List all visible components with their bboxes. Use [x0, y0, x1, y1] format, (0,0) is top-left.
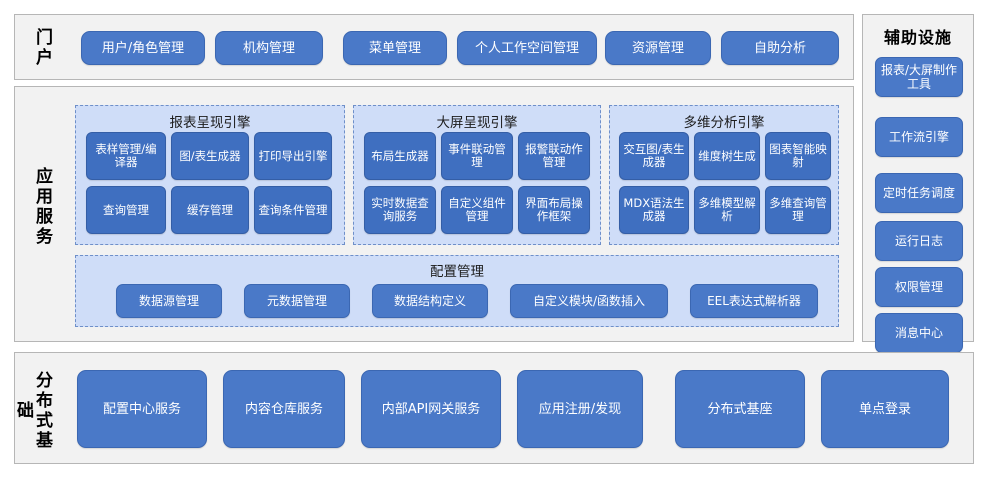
data-structure-definition[interactable]: 数据结构定义	[372, 284, 488, 318]
configuration-management-group: 配置管理 数据源管理 元数据管理 数据结构定义 自定义模块/函数插入 EEL表达式解析器	[75, 255, 839, 327]
button-label: 多维查询管理	[769, 196, 827, 223]
portal-panel: 门户 用户/角色管理 机构管理 菜单管理 个人工作空间管理 资源管理 自助分析	[14, 14, 854, 80]
application-service-section-label: 应用服务	[32, 167, 52, 247]
button-label: MDX语法生成器	[623, 196, 685, 223]
button-label: 自定义组件管理	[448, 196, 506, 223]
event-linkage-management[interactable]: 事件联动管理	[441, 132, 513, 180]
query-condition-management[interactable]: 查询条件管理	[254, 186, 332, 234]
distributed-base[interactable]: 分布式基座	[675, 370, 805, 448]
button-label: 图表智能映射	[769, 142, 827, 169]
button-label: 机构管理	[242, 40, 295, 56]
button-label: 个人工作空间管理	[474, 40, 579, 56]
chart-smart-mapping[interactable]: 图表智能映射	[765, 132, 831, 180]
large-screen-presentation-engine-group: 大屏呈现引擎布局生成器 事件联动管理报警联动作管理实时数据查询服务自定义组件管理界…	[353, 105, 601, 245]
application-service-panel: 应用服务 报表呈现引擎表样管理/编译器 图/表生成器 打印导出引擎查询管理 缓存管理 查…	[14, 86, 854, 342]
button-label: 用户/角色管理	[101, 40, 185, 56]
configuration-management-title: 配置管理	[430, 264, 484, 280]
distributed-foundation-section-label: 分布式基础	[13, 371, 52, 451]
button-label: 分布式基座	[707, 401, 773, 417]
button-label: 查询条件管理	[258, 202, 328, 217]
button-label: 维度树生成	[698, 148, 756, 163]
content-repo-service[interactable]: 内容仓库服务	[223, 370, 345, 448]
self-service-analysis[interactable]: 自助分析	[721, 31, 839, 65]
report-presentation-engine-title: 报表呈现引擎	[169, 115, 251, 131]
layout-generator[interactable]: 布局生成器	[364, 132, 436, 180]
button-label: 图/表生成器	[179, 148, 241, 163]
personal-workspace-management[interactable]: 个人工作空间管理	[457, 31, 597, 65]
button-label: 数据结构定义	[393, 294, 466, 308]
menu-management[interactable]: 菜单管理	[343, 31, 447, 65]
button-label: 自定义模块/函数插入	[532, 294, 646, 308]
button-label: 事件联动管理	[448, 142, 506, 169]
button-label: 多维模型解析	[698, 196, 756, 223]
button-label: 打印导出引擎	[258, 148, 328, 163]
button-label: 运行日志	[894, 234, 943, 248]
form-template-management-compiler[interactable]: 表样管理/编译器	[86, 132, 166, 180]
button-label: 表样管理/编译器	[95, 142, 157, 169]
app-registration-discovery[interactable]: 应用注册/发现	[517, 370, 643, 448]
button-label: 报警联动作管理	[525, 142, 583, 169]
button-label: 单点登录	[858, 401, 911, 417]
button-label: 交互图/表生成器	[623, 142, 685, 169]
button-label: 数据源管理	[138, 294, 199, 308]
runtime-log[interactable]: 运行日志	[875, 221, 963, 261]
button-label: 自助分析	[753, 40, 806, 56]
message-center[interactable]: 消息中心	[875, 313, 963, 353]
datasource-management[interactable]: 数据源管理	[116, 284, 222, 318]
button-label: 工作流引擎	[888, 130, 949, 144]
portal-section-label: 门户	[32, 28, 52, 68]
button-label: 权限管理	[894, 280, 943, 294]
report-screen-authoring-tool[interactable]: 报表/大屏制作工具	[875, 57, 963, 97]
auxiliary-facilities-panel: 辅助设施 报表/大屏制作工具工作流引擎定时任务调度运行日志权限管理消息中心	[862, 14, 974, 353]
alarm-linkage-action-management[interactable]: 报警联动作管理	[518, 132, 590, 180]
button-label: 配置中心服务	[102, 401, 181, 417]
ui-layout-operation-framework[interactable]: 界面布局操作框架	[518, 186, 590, 234]
interactive-chart-table-generator[interactable]: 交互图/表生成器	[619, 132, 689, 180]
button-label: EEL表达式解析器	[707, 294, 801, 308]
button-label: 菜单管理	[368, 40, 421, 56]
button-label: 内容仓库服务	[244, 401, 323, 417]
config-center-service[interactable]: 配置中心服务	[77, 370, 207, 448]
report-presentation-engine-group: 报表呈现引擎表样管理/编译器 图/表生成器 打印导出引擎查询管理 缓存管理 查询条件管理	[75, 105, 345, 245]
internal-api-gateway-service[interactable]: 内部API网关服务	[361, 370, 501, 448]
button-label: 实时数据查询服务	[371, 196, 429, 223]
multidimensional-analysis-engine-title: 多维分析引擎	[683, 115, 765, 131]
cache-management[interactable]: 缓存管理	[171, 186, 249, 234]
custom-module-function-insert[interactable]: 自定义模块/函数插入	[510, 284, 668, 318]
button-label: 应用注册/发现	[538, 401, 622, 417]
button-label: 报表/大屏制作工具	[880, 63, 958, 91]
query-management[interactable]: 查询管理	[86, 186, 166, 234]
button-label: 内部API网关服务	[381, 401, 481, 417]
mdx-syntax-generator[interactable]: MDX语法生成器	[619, 186, 689, 234]
auxiliary-facilities-title: 辅助设施	[883, 28, 952, 47]
button-label: 资源管理	[631, 40, 684, 56]
distributed-foundation-panel: 分布式基础 配置中心服务 内容仓库服务 内部API网关服务 应用注册/发现 分布式基座 单…	[13, 352, 974, 464]
user-role-management[interactable]: 用户/角色管理	[81, 31, 205, 65]
custom-component-management[interactable]: 自定义组件管理	[441, 186, 513, 234]
resource-management[interactable]: 资源管理	[605, 31, 711, 65]
multidim-query-management[interactable]: 多维查询管理	[765, 186, 831, 234]
permission-management[interactable]: 权限管理	[875, 267, 963, 307]
metadata-management[interactable]: 元数据管理	[244, 284, 350, 318]
eel-expression-parser[interactable]: EEL表达式解析器	[690, 284, 818, 318]
multidim-model-parsing[interactable]: 多维模型解析	[694, 186, 760, 234]
button-label: 布局生成器	[371, 148, 429, 163]
dimension-tree-generation[interactable]: 维度树生成	[694, 132, 760, 180]
button-label: 界面布局操作框架	[525, 196, 583, 223]
button-label: 定时任务调度	[882, 186, 955, 200]
button-label: 消息中心	[894, 326, 943, 340]
scheduled-task-scheduler[interactable]: 定时任务调度	[875, 173, 963, 213]
button-label: 缓存管理	[187, 202, 233, 217]
realtime-data-query-service[interactable]: 实时数据查询服务	[364, 186, 436, 234]
workflow-engine[interactable]: 工作流引擎	[875, 117, 963, 157]
chart-table-generator[interactable]: 图/表生成器	[171, 132, 249, 180]
button-label: 元数据管理	[266, 294, 327, 308]
button-label: 查询管理	[103, 202, 149, 217]
print-export-engine[interactable]: 打印导出引擎	[254, 132, 332, 180]
single-sign-on[interactable]: 单点登录	[821, 370, 949, 448]
org-management[interactable]: 机构管理	[215, 31, 323, 65]
multidimensional-analysis-engine-group: 多维分析引擎交互图/表生成器维度树生成图表智能映射 MDX语法生成器多维模型解析多…	[609, 105, 839, 245]
large-screen-presentation-engine-title: 大屏呈现引擎	[436, 115, 518, 131]
